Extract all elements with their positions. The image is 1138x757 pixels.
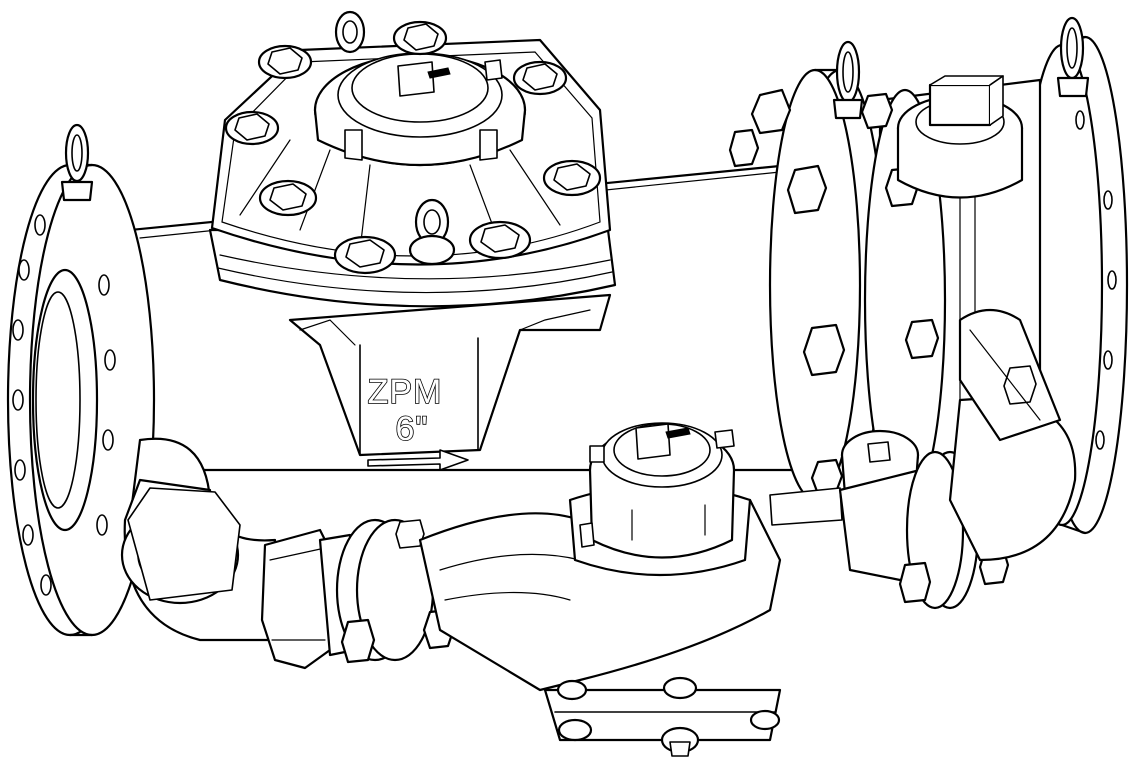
model-label: ZPM xyxy=(368,373,443,411)
main-meter-head: ZPM 6" xyxy=(208,10,617,471)
bypass-line xyxy=(120,309,1077,757)
size-label: 6" xyxy=(396,410,429,448)
cover-bolts xyxy=(224,20,602,275)
inlet-flange xyxy=(6,123,156,637)
flow-direction-arrow-icon xyxy=(367,449,469,471)
outlet-flange-assembly xyxy=(728,16,1129,535)
